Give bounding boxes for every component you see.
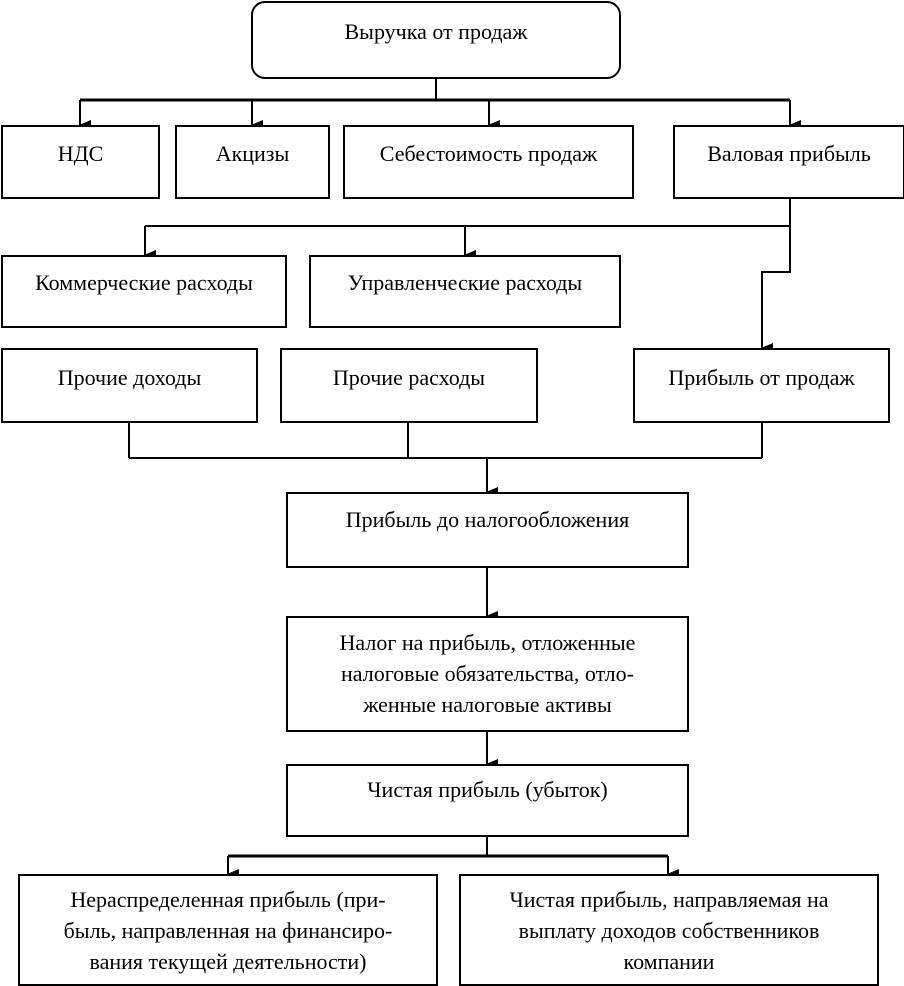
cost-of-sales-label: Себестоимость продаж [379, 141, 598, 166]
vat-label: НДС [57, 141, 104, 166]
sales-profit-box: Прибыль от продаж [633, 348, 890, 423]
admin-expenses-label: Управленческие расходы [347, 270, 583, 295]
dividends-label: Чистая прибыль, направляемая на выплату … [509, 887, 829, 974]
revenue-box: Выручка от продаж [251, 1, 621, 79]
gross-profit-label: Валовая прибыль [707, 141, 871, 166]
cost-of-sales-box: Себестоимость продаж [343, 125, 634, 199]
gross-profit-box: Валовая прибыль [673, 125, 904, 199]
arrow-to-sales-profit [761, 226, 791, 353]
net-profit-label: Чистая прибыль (убыток) [367, 777, 608, 802]
excise-label: Акцизы [215, 141, 290, 166]
retained-earnings-box: Нераспределенная прибыль (при- быль, нап… [18, 874, 438, 986]
other-expenses-label: Прочие расходы [332, 365, 486, 390]
pretax-profit-box: Прибыль до налогообложения [286, 492, 689, 568]
other-income-box: Прочие доходы [1, 348, 258, 423]
retained-earnings-label: Нераспределенная прибыль (при- быль, нап… [63, 887, 393, 974]
admin-expenses-box: Управленческие расходы [309, 255, 621, 328]
other-income-label: Прочие доходы [57, 365, 202, 390]
net-profit-box: Чистая прибыль (убыток) [286, 764, 689, 837]
income-tax-label: Налог на прибыль, отложенные налоговые о… [339, 630, 636, 717]
vat-box: НДС [1, 125, 160, 199]
selling-expenses-label: Коммерческие расходы [35, 270, 253, 295]
selling-expenses-box: Коммерческие расходы [1, 255, 287, 328]
revenue-label: Выручка от продаж [344, 19, 528, 44]
dividends-box: Чистая прибыль, направляемая на выплату … [459, 874, 879, 986]
pretax-profit-label: Прибыль до налогообложения [345, 507, 630, 532]
other-expenses-box: Прочие расходы [280, 348, 538, 423]
income-tax-box: Налог на прибыль, отложенные налоговые о… [286, 616, 689, 732]
excise-box: Акцизы [175, 125, 330, 199]
sales-profit-label: Прибыль от продаж [668, 365, 855, 390]
